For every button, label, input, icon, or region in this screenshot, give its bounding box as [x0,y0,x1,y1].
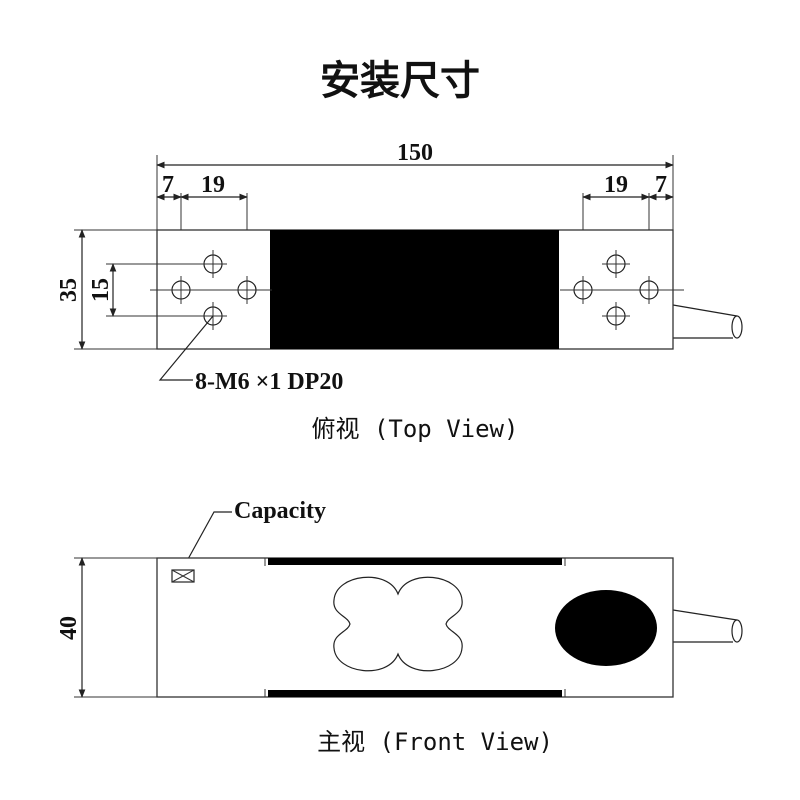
hole-callout-leader [158,315,214,381]
dim-right-spacing-label: 19 [604,172,628,198]
binocular-cutout [333,576,463,672]
dim-left-edge-label: 7 [162,172,174,198]
dim-left-spacing-label: 19 [201,172,225,198]
dim-right-edge-label: 7 [655,172,667,198]
front-view-caption: 主视 (Front View) [317,728,553,756]
hole-callout-text: 8-M6 ×1 DP20 [195,369,343,395]
top-view-gauge-cover [270,230,559,349]
capacity-label: Capacity [234,498,326,524]
capacity-marker-icon [171,569,195,583]
top-strain-strip [268,558,562,565]
dim-front-height-label: 40 [56,616,82,640]
top-view: 150 7 19 19 7 35 15 [56,140,743,443]
dim-height-label: 35 [56,278,82,302]
front-view: Capacity 40 主视 (Front View) [56,498,743,756]
mounting-holes-right [569,250,663,330]
bottom-strain-strip [268,690,562,697]
capacity-leader [181,511,232,571]
cable-oval-hole [555,590,657,666]
top-view-caption: 俯视 (Top View) [312,415,519,443]
mounting-holes-left [167,250,261,330]
drawing-title: 安装尺寸 [320,58,480,104]
dim-hole-spacing-label: 15 [88,278,114,302]
dim-length-label: 150 [397,140,433,166]
